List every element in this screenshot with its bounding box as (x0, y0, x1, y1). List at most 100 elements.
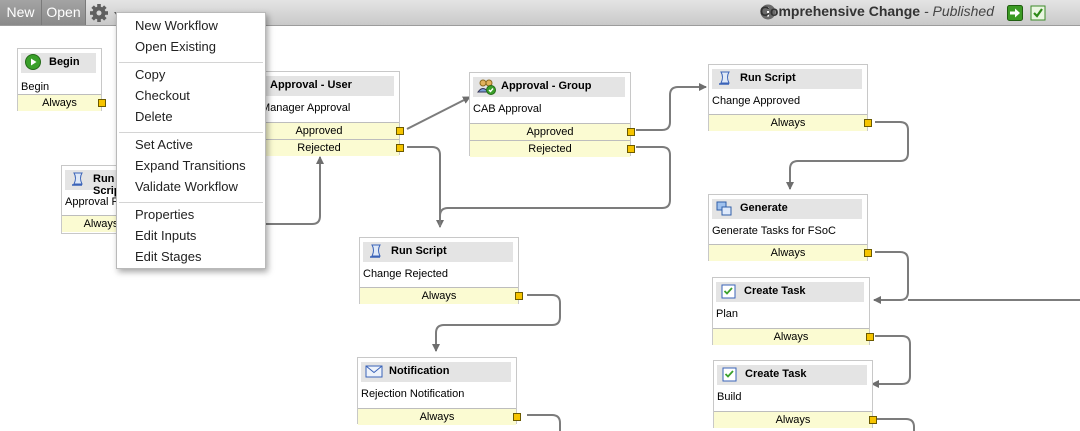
transition-label: Approved (295, 125, 343, 137)
play-icon (25, 54, 41, 70)
node-header: Run Script (712, 69, 862, 89)
transition-approved[interactable]: Approved (239, 122, 404, 139)
open-workflow-icon[interactable] (1007, 5, 1023, 21)
node-title: Approval - Group (501, 80, 592, 92)
connector-handle[interactable] (627, 145, 635, 153)
connector-handle[interactable] (98, 99, 106, 107)
connector-handle[interactable] (866, 333, 874, 341)
transition-label: Always (775, 414, 811, 426)
node-subtitle: Build (717, 391, 742, 403)
connector-handle[interactable] (515, 292, 523, 300)
node-title: Begin (49, 56, 80, 68)
menu-item-expand-transitions[interactable]: Expand Transitions (135, 158, 246, 173)
transition-always[interactable]: Always (709, 244, 872, 261)
transition-label: Always (770, 117, 806, 129)
menu-item-open-existing[interactable]: Open Existing (135, 39, 216, 54)
node-notification[interactable]: Notification Rejection Notification Alwa… (357, 357, 521, 425)
workflow-title: Comprehensive Change - Published (760, 3, 994, 19)
node-subtitle: CAB Approval (473, 103, 542, 115)
menu-separator (119, 132, 263, 133)
node-title: Notification (389, 365, 450, 377)
menu-item-new-workflow[interactable]: New Workflow (135, 18, 218, 33)
node-header: Create Task (717, 365, 867, 385)
transition-always[interactable]: Always (358, 408, 521, 425)
connector-handle[interactable] (864, 119, 872, 127)
node-create-task-plan[interactable]: Create Task Plan Always (712, 277, 874, 345)
script-icon (72, 172, 83, 186)
transition-label: Approved (526, 126, 574, 138)
transition-always[interactable]: Always (360, 287, 523, 304)
task-icon (722, 367, 737, 382)
mail-icon (365, 365, 383, 378)
node-header: Approval - Group (473, 77, 625, 97)
node-title: Run Script (740, 72, 796, 84)
menu-item-checkout[interactable]: Checkout (135, 88, 190, 103)
group-approval-icon (477, 79, 496, 95)
transition-always[interactable]: Always (18, 94, 106, 111)
menu-item-edit-inputs[interactable]: Edit Inputs (135, 228, 197, 243)
connector-handle[interactable] (513, 413, 521, 421)
node-run-script-change-rejected[interactable]: Run Script Change Rejected Always (359, 237, 523, 304)
script-icon (719, 71, 730, 85)
node-create-task-build[interactable]: Create Task Build Always (713, 360, 877, 428)
info-icon[interactable] (760, 4, 776, 20)
task-icon (721, 284, 736, 299)
transition-label: Always (419, 411, 455, 423)
menu-item-properties[interactable]: Properties (135, 207, 195, 222)
node-header: Notification (361, 362, 511, 382)
node-approval-group[interactable]: Approval - Group CAB Approval Approved R… (469, 72, 635, 157)
transition-rejected[interactable]: Rejected (239, 139, 404, 156)
node-subtitle: Generate Tasks for FSoC (712, 225, 836, 237)
workflow-name: Comprehensive Change (759, 3, 921, 19)
transition-label: Rejected (297, 142, 341, 154)
node-generate[interactable]: Generate Generate Tasks for FSoC Always (708, 194, 872, 261)
transition-rejected[interactable]: Rejected (470, 140, 635, 157)
transition-label: Always (83, 218, 119, 230)
script-icon (370, 244, 381, 258)
checkbox-checked-icon[interactable] (1030, 5, 1046, 21)
workflow-status: - Published (920, 3, 994, 19)
transition-label: Always (773, 331, 809, 343)
node-title: Create Task (745, 368, 807, 380)
transition-approved[interactable]: Approved (470, 123, 635, 140)
node-title: Approval - User (270, 79, 352, 91)
menu-item-validate-workflow[interactable]: Validate Workflow (135, 179, 238, 194)
open-button[interactable]: Open (42, 0, 86, 25)
transition-always[interactable]: Always (714, 411, 877, 428)
menu-separator (119, 62, 263, 63)
workflow-actions-menu: New Workflow Open Existing Copy Checkout… (116, 12, 266, 269)
menu-item-set-active[interactable]: Set Active (135, 137, 193, 152)
transition-label: Rejected (528, 143, 572, 155)
node-subtitle: Begin (21, 81, 50, 93)
node-run-script-change-approved[interactable]: Run Script Change Approved Always (708, 64, 872, 131)
node-title: Create Task (744, 285, 806, 297)
node-begin[interactable]: Begin Begin Always (17, 48, 106, 111)
transition-label: Always (421, 290, 457, 302)
transition-lines (265, 83, 1080, 431)
workflow-canvas[interactable]: Begin Begin Always Run Script Approval R… (0, 27, 1080, 431)
menu-item-copy[interactable]: Copy (135, 67, 166, 82)
node-header: Run Script (363, 242, 513, 262)
node-subtitle: Change Approved (712, 95, 801, 107)
connector-handle[interactable] (869, 416, 877, 424)
connector-handle[interactable] (396, 144, 404, 152)
connector-handle[interactable] (864, 249, 872, 257)
menu-item-edit-stages[interactable]: Edit Stages (135, 249, 202, 264)
node-subtitle: Change Rejected (363, 268, 449, 280)
node-header: Create Task (716, 282, 864, 302)
node-header: Approval - User (242, 76, 394, 96)
transition-label: Always (770, 247, 806, 259)
connector-handle[interactable] (627, 128, 635, 136)
generate-icon (716, 201, 732, 216)
node-subtitle: Plan (716, 308, 739, 320)
transition-always[interactable]: Always (709, 114, 872, 131)
menu-item-delete[interactable]: Delete (135, 109, 173, 124)
transition-label: Always (42, 97, 77, 109)
node-header: Begin (21, 53, 96, 73)
transition-always[interactable]: Always (713, 328, 874, 345)
connector-handle[interactable] (396, 127, 404, 135)
node-header: Generate (712, 199, 862, 219)
new-button[interactable]: New (0, 0, 42, 25)
node-subtitle: Rejection Notification (361, 388, 465, 400)
menu-separator (119, 202, 263, 203)
